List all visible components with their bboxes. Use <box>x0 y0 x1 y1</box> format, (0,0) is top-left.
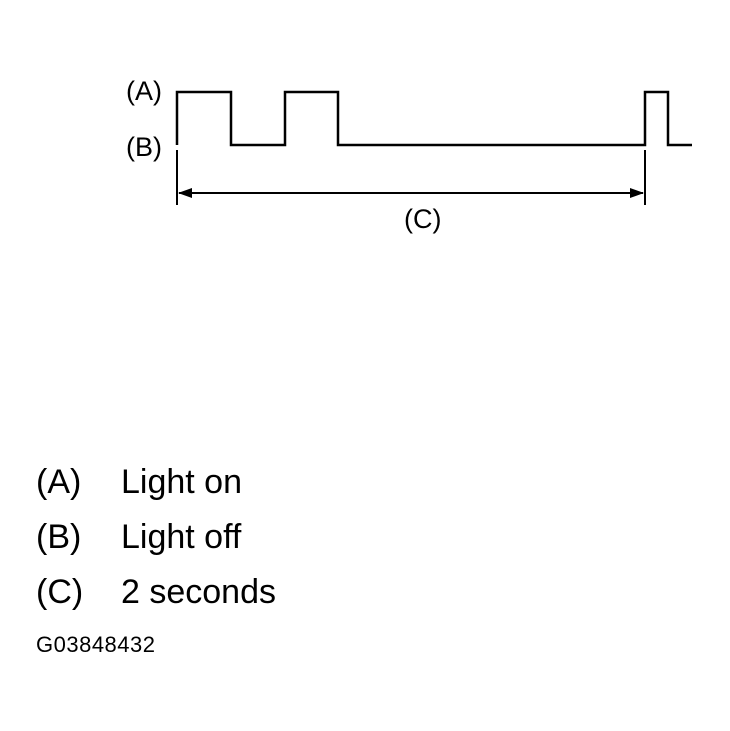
legend-text: Light off <box>121 518 242 556</box>
legend-text: 2 seconds <box>121 573 276 611</box>
legend-key: (B) <box>36 518 82 556</box>
legend-key: (A) <box>36 463 82 501</box>
figure-id: G03848432 <box>36 632 156 657</box>
legend-text: Light on <box>121 463 242 501</box>
level-low-label: (B) <box>126 132 162 162</box>
span-label: (C) <box>404 204 441 234</box>
legend-item-c: (C) 2 seconds <box>36 570 276 625</box>
signal-waveform <box>175 90 692 147</box>
legend-item-b: (B) Light off <box>36 515 276 570</box>
legend: (A) Light on (B) Light off (C) 2 seconds <box>36 460 276 625</box>
legend-item-a: (A) Light on <box>36 460 276 515</box>
level-high-label: (A) <box>126 76 162 106</box>
legend-key: (C) <box>36 573 84 611</box>
